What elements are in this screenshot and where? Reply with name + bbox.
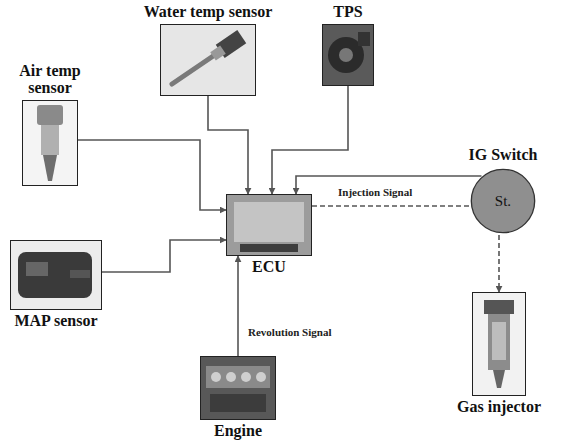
circle-shape (471, 169, 534, 232)
ecu-box: ECU (226, 194, 312, 256)
connector-arrow (78, 140, 226, 210)
node-label: TPS (333, 3, 362, 21)
injector-coil (492, 322, 506, 360)
connector-arrow (208, 96, 248, 194)
node-label: Engine (214, 422, 262, 440)
engine-photo (200, 356, 276, 420)
node-label: ECU (252, 258, 286, 276)
photo-ground (160, 24, 256, 96)
photo-ground (322, 24, 374, 86)
signal-label: Revolution Signal (246, 326, 333, 338)
node-label: Gas injector (457, 398, 541, 416)
injector-nozzle (493, 370, 505, 388)
cylinder (226, 372, 236, 382)
node-label: Water temp sensor (144, 3, 273, 21)
gas-injector-photo (472, 292, 526, 396)
engine-head (206, 366, 270, 388)
sensor-head (37, 105, 63, 125)
photo-ground (10, 240, 102, 310)
map-sensor-photo (10, 240, 102, 310)
engine-box: Engine (200, 356, 276, 420)
sensor-plug (358, 32, 370, 46)
photo-ground (200, 356, 276, 420)
tps-photo (322, 24, 374, 86)
sensor-box: TPS (322, 24, 374, 86)
text-holder: St. (470, 168, 536, 234)
cylinder (241, 372, 251, 382)
injector-box: Gas injector (472, 292, 526, 396)
sensor-box: Air temp sensor (22, 100, 78, 186)
engine-block (210, 394, 266, 412)
photo-ground (226, 194, 312, 256)
sensor-tip (43, 155, 57, 181)
ecu-connector (240, 244, 298, 252)
sensor-thread (41, 125, 59, 155)
cylinder (256, 372, 266, 382)
connector-arrow (312, 206, 499, 292)
node-text: St. (495, 193, 511, 210)
photo-ground (472, 292, 526, 396)
node-label: MAP sensor (14, 312, 97, 330)
connector-arrow (272, 86, 348, 194)
node-label: IG Switch (469, 146, 538, 164)
sensor-body (18, 252, 92, 298)
photo-ground (22, 100, 78, 186)
cylinder (211, 372, 221, 382)
water-temp-sensor-photo (160, 24, 256, 96)
sensor-nut (210, 45, 226, 60)
injector-plug (484, 300, 514, 314)
sensor-shaft (339, 48, 353, 62)
connector-arrow (102, 240, 226, 272)
ecu-lid (234, 202, 304, 242)
air-temp-sensor-photo (22, 100, 78, 186)
sensor-plug (26, 262, 48, 276)
sensor-port (70, 270, 90, 278)
switch-circle: IG SwitchSt. (470, 168, 536, 234)
sensor-box: Water temp sensor (160, 24, 256, 96)
injector-body (488, 314, 510, 370)
sensor-box: MAP sensor (10, 240, 102, 310)
connector-arrow (237, 256, 239, 356)
ecu-photo (226, 194, 312, 256)
signal-label: Injection Signal (336, 186, 414, 198)
node-label: Air temp sensor (13, 62, 87, 97)
